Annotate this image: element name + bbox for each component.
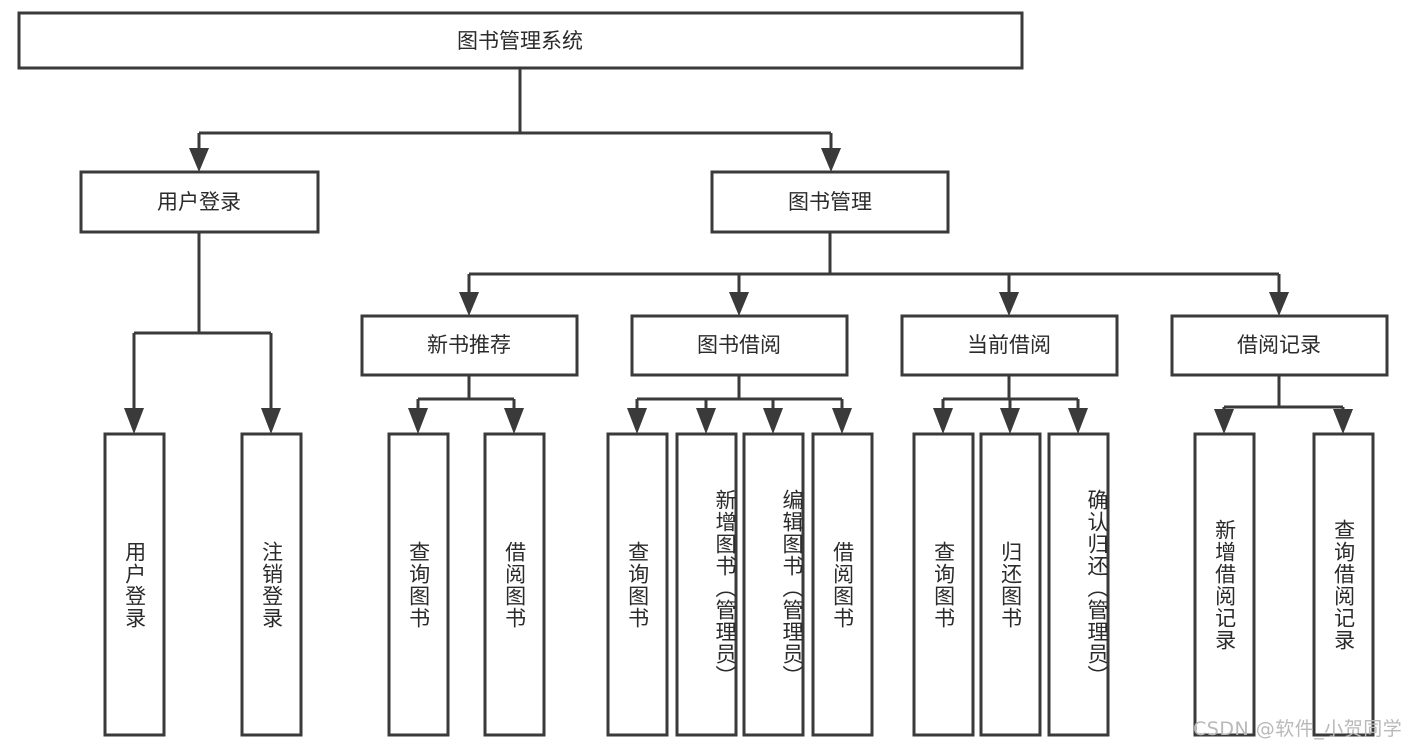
- node-borrow-record[interactable]: 借阅记录: [1170, 314, 1389, 377]
- leaf-box-add-borrow-record[interactable]: [1193, 432, 1256, 737]
- edge-book-borrow-to-leaves: [627, 375, 852, 434]
- arrowhead-icon: [1333, 409, 1353, 434]
- node-new-book-recommend[interactable]: 新书推荐: [360, 314, 579, 377]
- root-box-shape: [17, 11, 1024, 70]
- arrowhead-icon: [1269, 292, 1289, 316]
- arrowhead-icon: [1000, 408, 1020, 434]
- leaf-box-query-book-borrow[interactable]: [606, 432, 669, 737]
- leaf-box-edit-book-admin[interactable]: [742, 432, 805, 737]
- edge-root-to-level1: [189, 68, 841, 172]
- leaf-box-query-borrow-record[interactable]: [1312, 432, 1375, 737]
- node-current-borrow[interactable]: 当前借阅: [900, 314, 1119, 377]
- arrowhead-icon: [729, 292, 749, 316]
- leaf-box-user-login[interactable]: [103, 432, 166, 737]
- leaf-box-borrow-book-rec[interactable]: [483, 432, 546, 737]
- arrowhead-icon: [627, 408, 647, 434]
- arrowhead-icon: [821, 148, 841, 172]
- leaf-box-return-book[interactable]: [979, 432, 1042, 737]
- book-borrow-box-label: 图书借阅: [697, 333, 781, 357]
- edge-new-book-recommend-to-leaves: [408, 375, 524, 434]
- book-management-box-label: 图书管理: [788, 190, 872, 214]
- leaf-box-borrow-book[interactable]: [811, 432, 874, 737]
- csdn-watermark: CSDN @软件_小贺同学: [1193, 718, 1403, 740]
- arrowhead-icon: [189, 148, 209, 172]
- node-root[interactable]: 图书管理系统: [17, 11, 1024, 70]
- edge-book-management-to-level2: [459, 232, 1289, 316]
- arrowhead-icon: [999, 292, 1019, 316]
- new-book-recommend-box-shape: [360, 314, 579, 377]
- leaf-box-add-book-admin[interactable]: [675, 432, 738, 737]
- leaf-box-confirm-return-admin[interactable]: [1047, 432, 1110, 737]
- arrowhead-icon: [408, 408, 428, 434]
- edge-borrow-record-to-leaves: [1214, 375, 1353, 434]
- user-login-box-shape: [79, 170, 320, 234]
- arrowhead-icon: [696, 408, 716, 434]
- current-borrow-box-label: 当前借阅: [967, 333, 1051, 357]
- borrow-record-box-label: 借阅记录: [1237, 333, 1321, 357]
- arrowhead-icon: [1068, 408, 1088, 434]
- leaf-box-logout[interactable]: [240, 432, 303, 737]
- arrowhead-icon: [1214, 409, 1234, 434]
- leaf-box-query-book-rec[interactable]: [387, 432, 450, 737]
- arrowhead-icon: [504, 408, 524, 434]
- arrowhead-icon: [459, 292, 479, 316]
- new-book-recommend-box-label: 新书推荐: [427, 333, 511, 357]
- arrowhead-icon: [763, 408, 783, 434]
- user-login-box-label: 用户登录: [157, 190, 241, 214]
- leaf-box-query-book-current[interactable]: [912, 432, 975, 737]
- arrowhead-icon: [124, 408, 144, 434]
- arrowhead-icon: [261, 408, 281, 434]
- arrowhead-icon: [933, 408, 953, 434]
- root-box-label: 图书管理系统: [457, 29, 583, 53]
- current-borrow-box-shape: [900, 314, 1119, 377]
- node-user-login[interactable]: 用户登录: [79, 170, 320, 234]
- arrowhead-icon: [832, 408, 852, 434]
- edge-user-login-to-leaves: [124, 232, 281, 434]
- node-book-management[interactable]: 图书管理: [710, 170, 950, 234]
- node-book-borrow[interactable]: 图书借阅: [630, 314, 849, 377]
- edge-current-borrow-to-leaves: [933, 375, 1088, 434]
